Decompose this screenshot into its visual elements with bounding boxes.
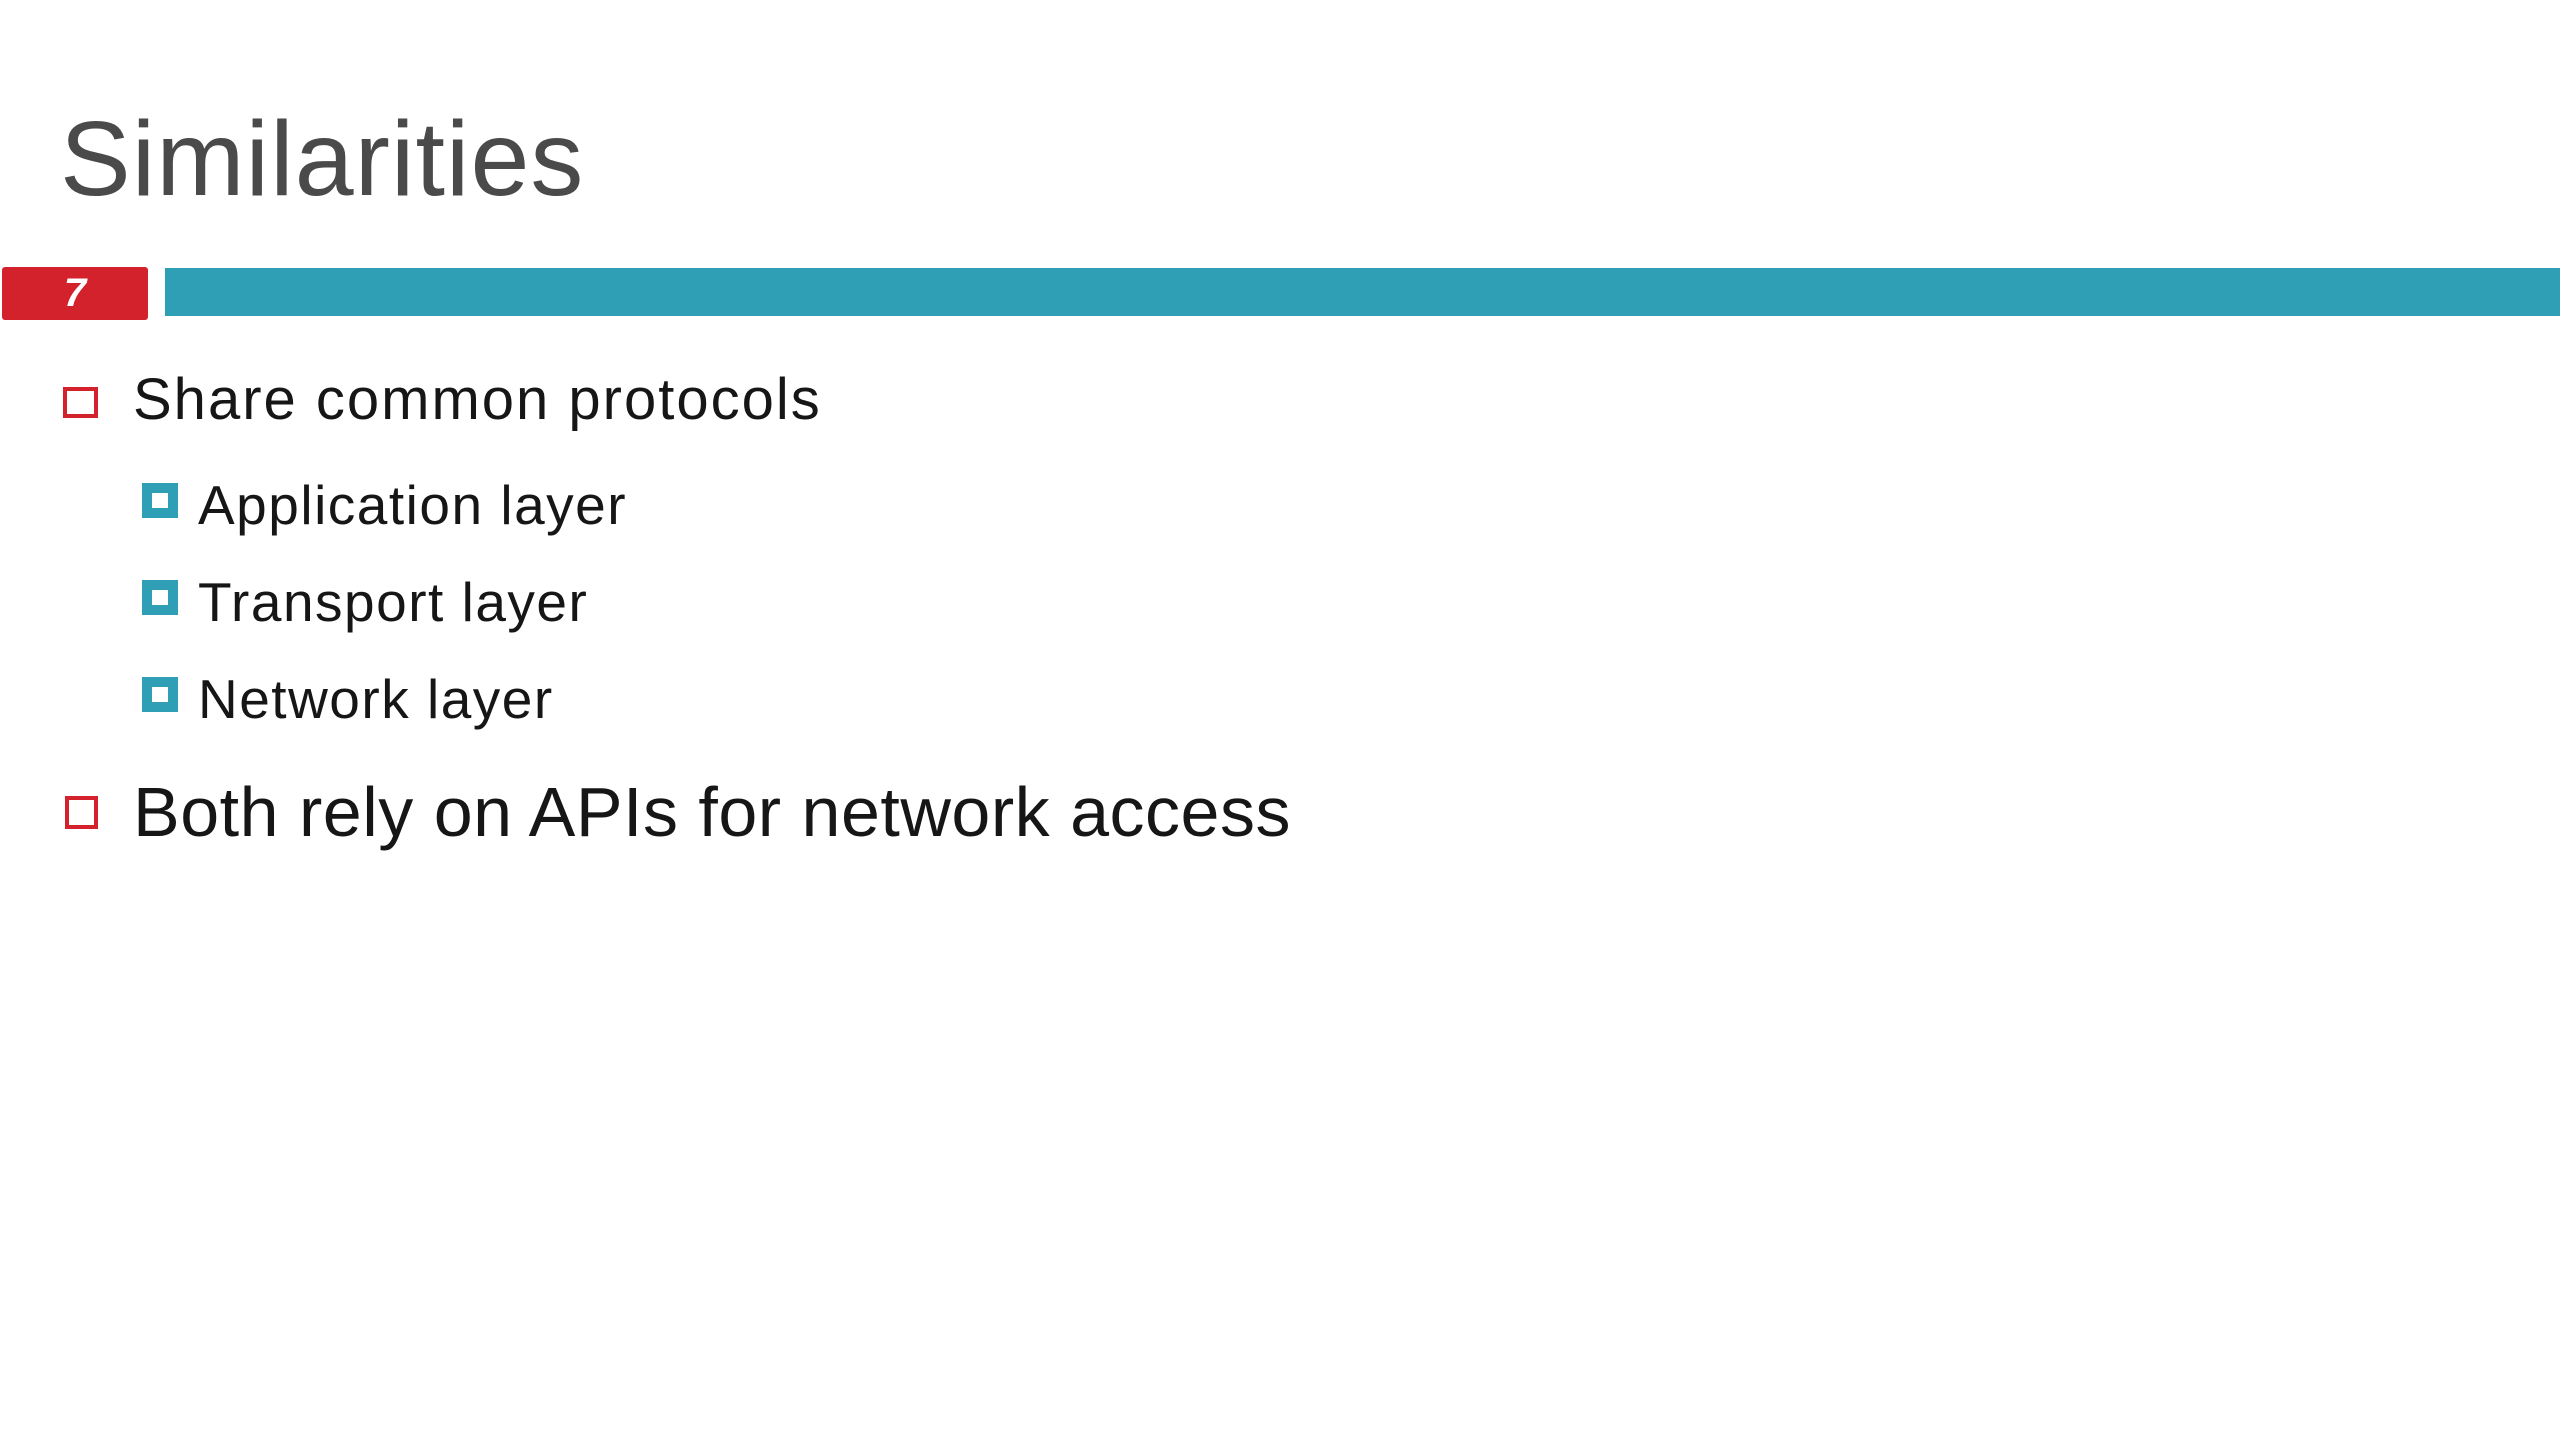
teal-framed-square-bullet-icon xyxy=(142,677,178,712)
bullet-text: Share common protocols xyxy=(133,367,822,432)
bullet-text: Both rely on APIs for network access xyxy=(133,773,1291,851)
sub-bullet-text: Network layer xyxy=(198,668,554,730)
sub-bullet-line: Transport layer xyxy=(142,570,588,634)
bullet-line: Both rely on APIs for network access xyxy=(65,772,1291,852)
sub-bullet-text: Transport layer xyxy=(198,571,589,633)
sub-bullet-text: Application layer xyxy=(198,474,628,536)
header-divider-bar xyxy=(165,268,2560,316)
bullet-line: Share common protocols xyxy=(63,366,822,433)
red-hollow-square-bullet-icon xyxy=(63,387,98,418)
page-number-badge: 7 xyxy=(2,267,148,320)
page-number: 7 xyxy=(63,270,87,315)
teal-framed-square-bullet-icon xyxy=(142,580,178,615)
red-hollow-square-bullet-icon xyxy=(65,796,98,829)
sub-bullet-line: Network layer xyxy=(142,667,554,731)
teal-framed-square-bullet-icon xyxy=(142,483,178,518)
sub-bullet-line: Application layer xyxy=(142,473,627,537)
slide-title: Similarities xyxy=(60,100,585,218)
